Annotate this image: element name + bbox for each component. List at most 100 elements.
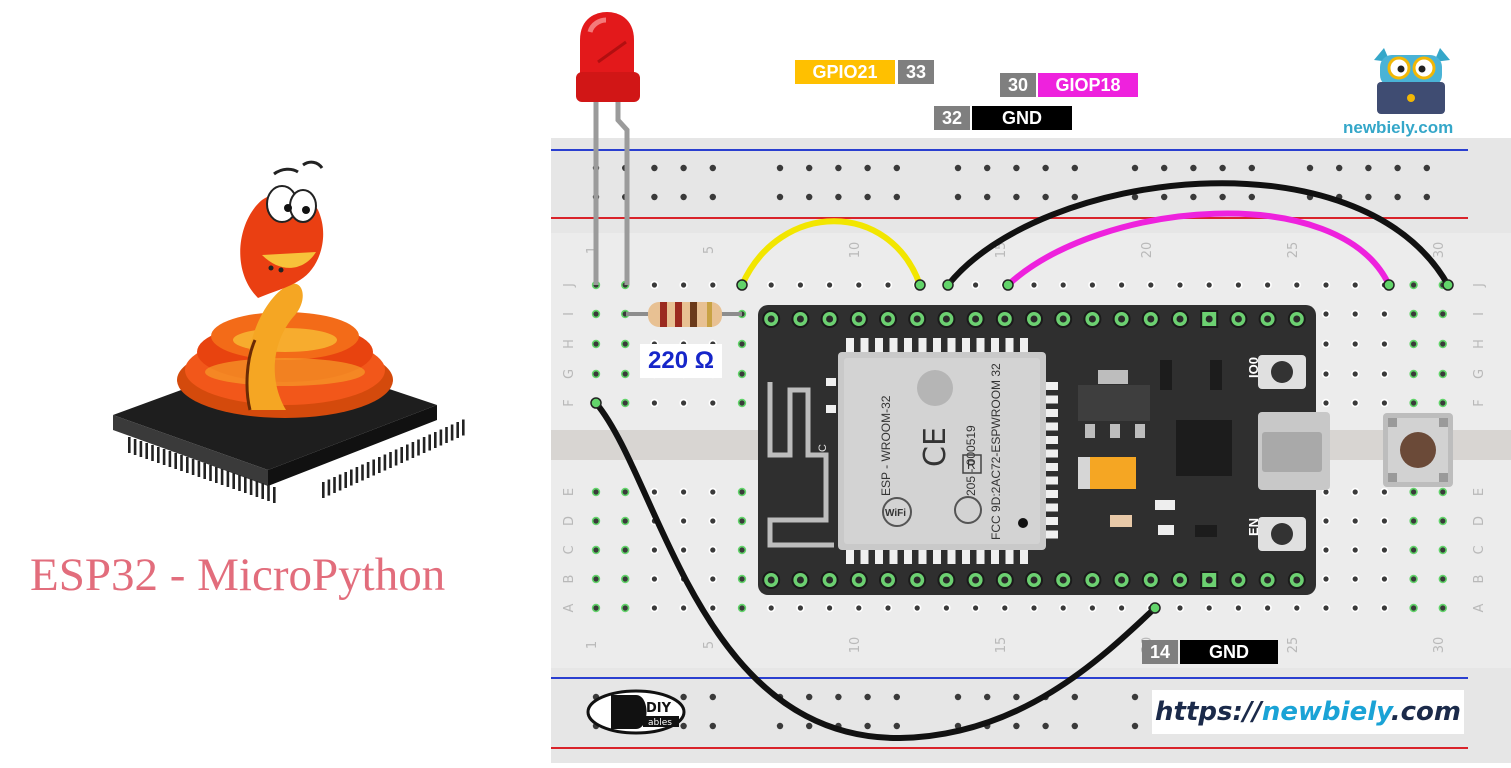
row-letter-label: C (562, 545, 577, 554)
module-pad (826, 405, 836, 413)
wire-endpoint (590, 397, 602, 409)
rail-hole (893, 193, 900, 201)
chip-pin (157, 447, 160, 463)
breadboard-hole-center (622, 371, 628, 377)
chip-pin (344, 472, 347, 488)
module-pad (875, 338, 883, 352)
chip-pin (322, 482, 325, 498)
breadboard-hole-center (1440, 371, 1446, 377)
pin-tag-32-number: 32 (934, 106, 970, 130)
en-button-cap[interactable] (1271, 523, 1293, 545)
rail-hole (1013, 693, 1020, 701)
chip-pin (267, 485, 270, 501)
breadboard-hole-center (1411, 400, 1417, 406)
chip-pin (186, 457, 189, 473)
module-pad (1046, 503, 1058, 512)
esp32-header-pin-center (1205, 576, 1213, 584)
module-pad (826, 378, 836, 386)
breadboard-hole-center (622, 341, 628, 347)
chip-pin (180, 455, 183, 471)
breadboard-hole-center (739, 371, 745, 377)
breadboard-hole-center (1148, 282, 1154, 288)
rail-hole (1071, 693, 1079, 701)
module-pad (991, 550, 999, 564)
r-mark-box (962, 454, 982, 474)
row-letter-label: B (1472, 575, 1487, 584)
esp32-header-pin-center (1176, 576, 1184, 584)
esp32-header-pin-center (1293, 315, 1301, 323)
rail-hole (1071, 193, 1079, 201)
breadboard-hole-center (1323, 576, 1329, 582)
breadboard-hole-center (1411, 282, 1417, 288)
column-number-label: 30 (1432, 637, 1447, 654)
esp32-header-pin-center (1088, 315, 1096, 323)
esp32-header-pin-center (826, 576, 834, 584)
push-button[interactable] (1383, 413, 1453, 487)
breadboard-hole-center (1294, 282, 1300, 288)
io0-button-cap[interactable] (1271, 361, 1293, 383)
breadboard-hole-center (1323, 605, 1329, 611)
rail-hole (1042, 722, 1049, 730)
led-leg-anode (615, 100, 630, 285)
row-letter-label: J (562, 283, 577, 288)
breadboard-hole-center (1440, 547, 1446, 553)
module-pad (976, 550, 985, 564)
rail-hole (1423, 164, 1431, 172)
band-1 (660, 302, 667, 327)
breadboard-hole-center (593, 371, 599, 377)
breadboard-hole-center (1440, 605, 1446, 611)
rail-hole (1042, 193, 1049, 201)
module-print-1: ESP - WROOM-32 (879, 395, 893, 496)
breadboard-hole-center (1352, 489, 1358, 495)
rail-hole (806, 693, 813, 701)
website-url[interactable]: https://newbiely.com (1152, 690, 1464, 734)
chip-pin (434, 432, 437, 448)
column-number-label: 5 (702, 246, 717, 254)
breadboard-hole-center (1411, 311, 1417, 317)
chip-pin (462, 419, 465, 436)
breadboard-hole-center (1352, 547, 1358, 553)
r-mark: R (967, 458, 976, 472)
module-pad (1046, 476, 1058, 485)
rail-hole (1219, 164, 1226, 172)
rail-hole (1423, 193, 1431, 201)
wires (593, 180, 1451, 742)
chip-pin (244, 477, 247, 493)
chip-pin (232, 473, 235, 489)
pin-tag-gnd-top-name: GND (972, 106, 1072, 130)
breadboard-hole-center (1352, 341, 1358, 347)
rail-hole (1190, 164, 1197, 172)
breadboard-hole-center (1411, 371, 1417, 377)
rail-hole (835, 164, 842, 172)
column-number-label: 5 (702, 641, 717, 649)
wifi-logo-icon (882, 497, 912, 527)
chip-pin (417, 439, 420, 456)
resistor (626, 302, 742, 327)
row-letter-label: E (562, 488, 577, 496)
row-letter-label: D (562, 516, 577, 526)
module-pad (976, 338, 985, 352)
breadboard-hole-center (1323, 282, 1329, 288)
chip-pin (378, 457, 381, 473)
breadboard-hole-center (622, 400, 628, 406)
esp32-header-pin-center (1176, 315, 1184, 323)
rail-hole (954, 693, 962, 701)
rail-hole (1013, 193, 1020, 201)
breadboard-hole-center (710, 282, 716, 288)
rail-hole (1161, 193, 1168, 201)
breadboard-hole-center (622, 547, 628, 553)
breadboard-hole-center (1411, 547, 1417, 553)
breadboard-hole-center (1381, 576, 1387, 582)
rail-hole (835, 693, 842, 701)
module-pad (1020, 550, 1028, 564)
rail-hole (1131, 722, 1139, 730)
esp32-header-pin-center (767, 576, 775, 584)
band-3 (690, 302, 697, 327)
esp32-header-pin-center (1030, 576, 1038, 584)
breadboard-hole-center (885, 282, 891, 288)
row-letter-label: B (562, 575, 577, 584)
esp32-board: C ESP - WROOM-32 205 - 000519 FCC 9D:2AC… (758, 305, 1330, 595)
breadboard-hole-center (622, 489, 628, 495)
url-suffix: .com (1390, 697, 1461, 727)
breadboard-hole-center (1060, 605, 1066, 611)
